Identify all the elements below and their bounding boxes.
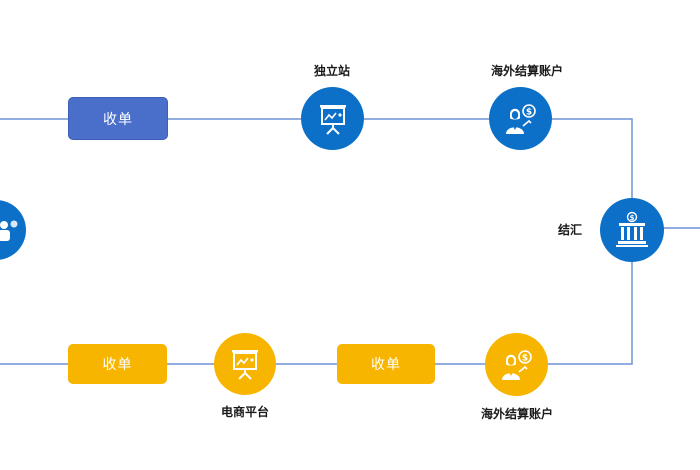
ecommerce-platform-label: 电商平台 (220, 405, 269, 419)
top-flow-line (0, 118, 633, 228)
top-overseas-account-node: $ (489, 87, 552, 150)
standalone-site-node (301, 87, 364, 150)
bottom-collect-pill-right: 收单 (337, 344, 435, 384)
person-dollar-icon: $ (501, 349, 532, 380)
bank-dollar-icon: $ (616, 211, 648, 247)
user-group-icon (0, 220, 18, 241)
bottom-collect-pill-left: 收单 (68, 344, 167, 384)
standalone-site-label: 独立站 (313, 64, 350, 78)
svg-text:$: $ (521, 353, 527, 363)
settlement-node: $ (600, 198, 664, 262)
settlement-label: 结汇 (557, 223, 582, 237)
person-dollar-icon: $ (505, 103, 536, 134)
presentation-chart-icon (319, 104, 346, 135)
top-collect-pill: 收单 (68, 97, 168, 140)
presentation-chart-icon (232, 350, 258, 380)
bottom-overseas-account-label: 海外结算账户 (480, 407, 553, 421)
svg-text:$: $ (630, 214, 635, 222)
ecommerce-platform-node (214, 333, 276, 395)
svg-text:$: $ (525, 107, 531, 117)
top-overseas-account-label: 海外结算账户 (490, 64, 563, 78)
bottom-overseas-account-node: $ (485, 333, 548, 396)
bottom-flow-line (0, 234, 633, 365)
